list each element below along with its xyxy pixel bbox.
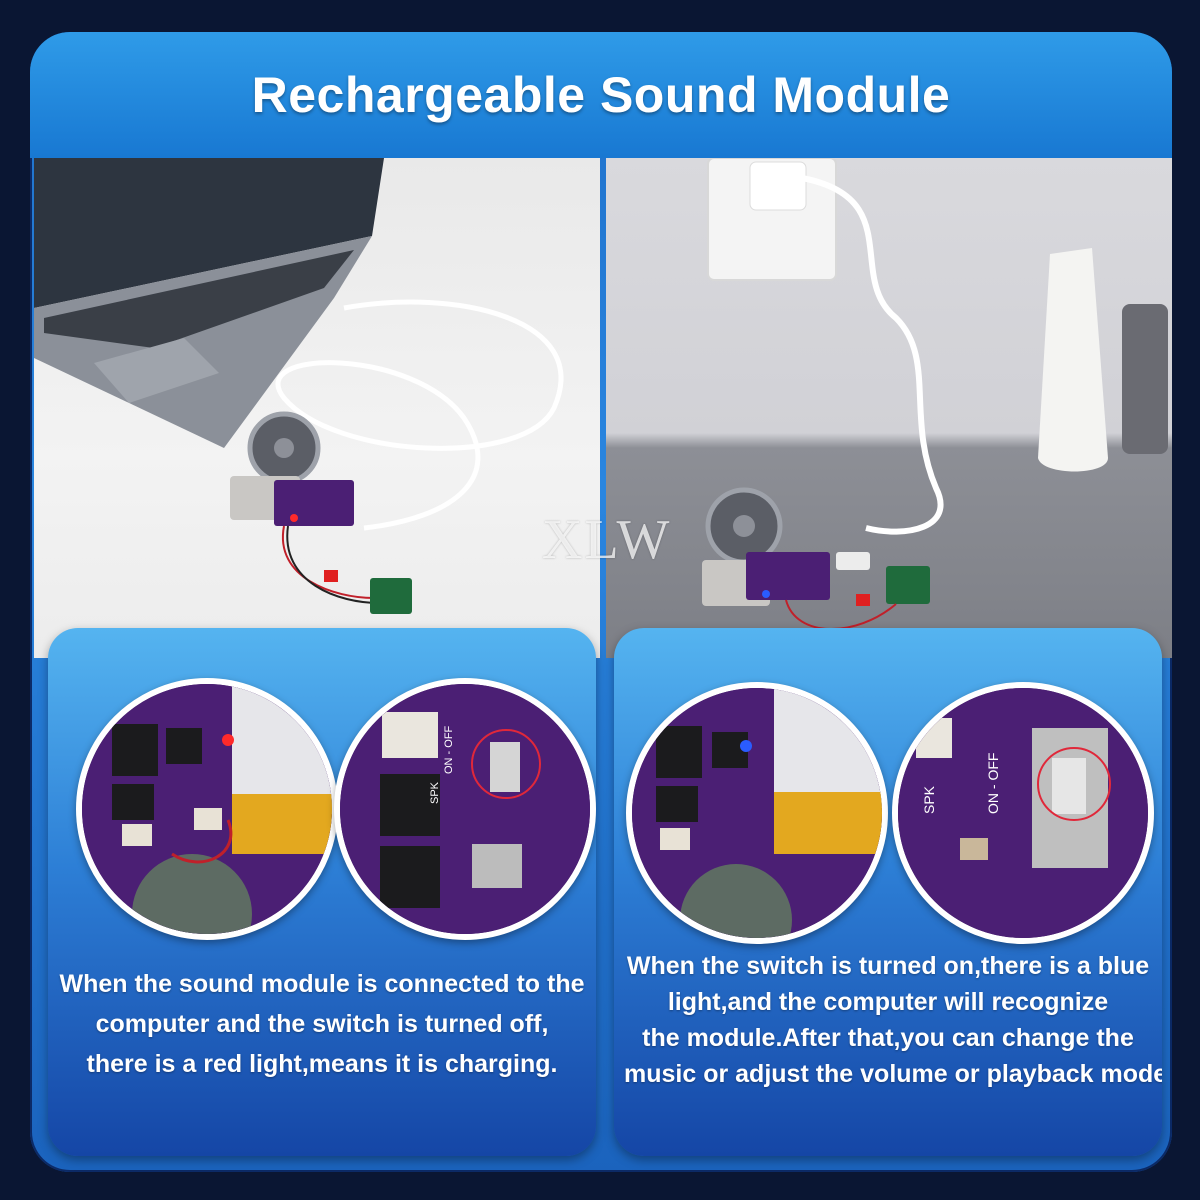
speaker-label: SPK bbox=[429, 781, 441, 804]
switch-highlight-circle bbox=[1037, 747, 1111, 821]
connector bbox=[382, 712, 438, 758]
micro-usb-port bbox=[472, 844, 522, 888]
connector bbox=[916, 718, 952, 758]
pcb-closeup-switch-on: ON - OFF SPK bbox=[892, 682, 1154, 944]
page-title: Rechargeable Sound Module bbox=[251, 67, 951, 123]
resistor bbox=[960, 838, 988, 860]
switch-on-caption: When the switch is turned on,there is a … bbox=[624, 948, 1162, 1092]
battery-cell bbox=[232, 794, 332, 854]
pcb-closeup-blue-led bbox=[626, 682, 888, 944]
wall-scene-illustration bbox=[702, 158, 1168, 630]
speaker-edge bbox=[132, 854, 252, 934]
chip bbox=[380, 774, 440, 836]
switch-on-info-card: ON - OFF SPK When the switch is turned o… bbox=[614, 628, 1162, 1156]
sensor-board bbox=[370, 578, 412, 614]
caption-line: When the sound module is connected to th… bbox=[59, 970, 585, 998]
switch-label: ON - OFF bbox=[443, 725, 455, 774]
charging-caption: When the sound module is connected to th… bbox=[58, 964, 586, 1084]
red-led bbox=[222, 734, 234, 746]
laptop-charging-photo bbox=[34, 158, 600, 658]
battery-wrap bbox=[774, 688, 882, 808]
blue-led bbox=[740, 740, 752, 752]
caption-line: the module.After that,you can change the bbox=[642, 1024, 1134, 1052]
wall-charging-photo bbox=[606, 158, 1172, 658]
chip bbox=[112, 724, 158, 776]
speaker-edge bbox=[680, 864, 792, 938]
white-vase bbox=[1038, 248, 1108, 472]
battery-cell bbox=[774, 792, 882, 854]
switch-label: ON - OFF bbox=[985, 753, 1001, 814]
dark-vase bbox=[1122, 304, 1168, 454]
laptop-keyboard bbox=[44, 250, 354, 348]
chip bbox=[112, 784, 154, 820]
switch-highlight-circle bbox=[471, 729, 541, 799]
laptop-screen bbox=[34, 158, 384, 308]
product-frame: Rechargeable Sound Module bbox=[30, 32, 1172, 1172]
sensor-tag bbox=[856, 594, 870, 606]
sensor-tag bbox=[324, 570, 338, 582]
connector bbox=[122, 824, 152, 846]
blue-led bbox=[762, 590, 770, 598]
switch-knob bbox=[1052, 758, 1086, 814]
pcb-board bbox=[274, 480, 354, 526]
charger-cable bbox=[801, 175, 944, 535]
usb-cable bbox=[275, 299, 564, 531]
pcb-board bbox=[746, 552, 830, 600]
chip bbox=[656, 786, 698, 822]
sensor-board bbox=[886, 566, 930, 604]
slide-switch bbox=[490, 742, 520, 792]
caption-line: there is a red light,means it is chargin… bbox=[86, 1050, 558, 1078]
caption-line: light,and the computer will recognize bbox=[667, 988, 1109, 1016]
connector bbox=[660, 828, 690, 850]
title-bar: Rechargeable Sound Module bbox=[30, 32, 1172, 158]
red-led bbox=[290, 514, 298, 522]
usb-charger bbox=[749, 161, 807, 211]
usb-plug bbox=[836, 552, 870, 570]
connector bbox=[194, 808, 222, 830]
chip bbox=[380, 846, 440, 908]
caption-line: When the switch is turned on,there is a … bbox=[626, 952, 1150, 980]
speaker-label: SPK bbox=[921, 785, 937, 814]
caption-line: music or adjust the volume or playback m… bbox=[624, 1060, 1162, 1088]
pcb-closeup-led bbox=[76, 678, 338, 940]
laptop-scene-illustration bbox=[34, 158, 564, 614]
watermark: XLW bbox=[542, 509, 672, 571]
laptop-touchpad bbox=[94, 338, 219, 403]
caption-line: computer and the switch is turned off, bbox=[95, 1010, 549, 1038]
chip bbox=[656, 726, 702, 778]
pcb-closeup-switch-off: ON - OFF SPK bbox=[334, 678, 596, 940]
chip bbox=[166, 728, 202, 764]
charging-info-card: ON - OFF SPK When the sound module is co… bbox=[48, 628, 596, 1156]
